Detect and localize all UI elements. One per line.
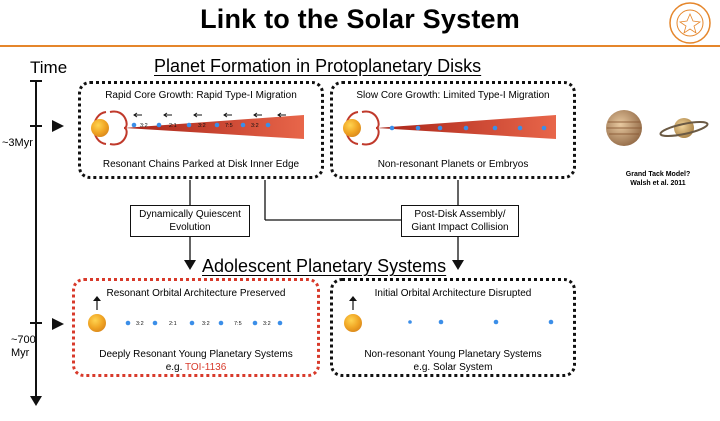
rapid-ratio-3: 3:2 [198,123,206,129]
quiescent-line-2: Evolution [169,222,211,233]
jupiter-saturn-illustration [606,110,709,146]
resonant-preserved-box: Resonant Orbital Architecture Preserved … [72,278,320,377]
rapid-growth-box: Rapid Core Growth: Rapid Type-I Migratio… [78,81,324,179]
assembly-line-2: Giant Impact Collision [411,222,509,233]
preserved-ratio-5: 3:2 [263,321,271,327]
rapid-growth-caption: Resonant Chains Parked at Disk Inner Edg… [102,159,300,170]
quiescent-line-1: Dynamically Quiescent [139,209,241,220]
rapid-growth-disk-illustration: 3:2 2:1 3:2 7:5 3:2 [91,110,304,146]
assembly-line-1: Post-Disk Assembly/ [414,209,506,220]
grand-tack-line-2: Walsh et al. 2011 [630,180,686,187]
tick-label-700myr-unit: Myr [11,347,30,359]
rapid-ratio-5: 3:2 [251,123,259,129]
slide-title: Link to the Solar System [200,4,520,34]
slow-growth-box: Slow Core Growth: Limited Type-I Migrati… [330,81,576,179]
time-axis-tick-late [30,322,42,324]
tick-label-700myr-value: ~700 [11,334,36,346]
preserved-ratio-2: 2:1 [169,321,177,327]
post-disk-assembly-box: Post-Disk Assembly/ Giant Impact Collisi… [401,205,519,237]
quiescent-evolution-box: Dynamically Quiescent Evolution [130,205,250,237]
time-axis [35,80,37,398]
rapid-ratio-2: 2:1 [169,123,177,129]
formation-heading: Planet Formation in Protoplanetary Disks [154,56,482,76]
header-divider [0,45,720,47]
slow-growth-caption: Non-resonant Planets or Embryos [377,159,529,170]
preserved-caption: Deeply Resonant Young Planetary Systems [99,349,293,360]
disrupted-system-illustration [344,296,554,332]
architecture-disrupted-box: Initial Orbital Architecture Disrupted N… [330,278,576,377]
tick-label-3myr: ~3Myr [2,137,33,149]
preserved-example: e.g. TOI-1136 [75,362,317,373]
caltech-seal-icon [669,2,711,44]
disrupted-example: e.g. Solar System [413,362,493,373]
time-axis-label: Time [30,58,68,77]
toi-1136-link: TOI-1136 [184,362,227,373]
grand-tack-caption: Grand Tack Model? Walsh et al. 2011 [596,170,720,188]
slow-growth-title: Slow Core Growth: Limited Type-I Migrati… [356,90,550,101]
preserved-example-prefix: e.g. [165,362,185,373]
time-axis-tick-start [30,80,42,82]
preserved-ratio-4: 7:5 [234,321,242,327]
slow-growth-disk-illustration [343,110,556,146]
tick-label-700myr: ~700 Myr [11,334,36,360]
preserved-ratio-3: 3:2 [202,321,210,327]
rapid-ratio-1: 3:2 [140,123,148,129]
preserved-title: Resonant Orbital Architecture Preserved [106,288,286,299]
preserved-system-illustration: 3:2 2:1 3:2 7:5 3:2 [88,296,283,332]
rapid-growth-title: Rapid Core Growth: Rapid Type-I Migratio… [105,90,297,101]
pointer-arrow-early [52,120,64,132]
preserved-ratio-1: 3:2 [136,321,144,327]
time-axis-tick-early [30,125,42,127]
pointer-arrow-late [52,318,64,330]
adolescent-heading: Adolescent Planetary Systems [202,256,447,276]
time-axis-arrowhead [30,396,42,406]
disrupted-title: Initial Orbital Architecture Disrupted [374,288,532,299]
disrupted-caption: Non-resonant Young Planetary Systems [364,349,542,360]
rapid-ratio-4: 7:5 [225,123,233,129]
grand-tack-line-1: Grand Tack Model? [625,171,691,178]
